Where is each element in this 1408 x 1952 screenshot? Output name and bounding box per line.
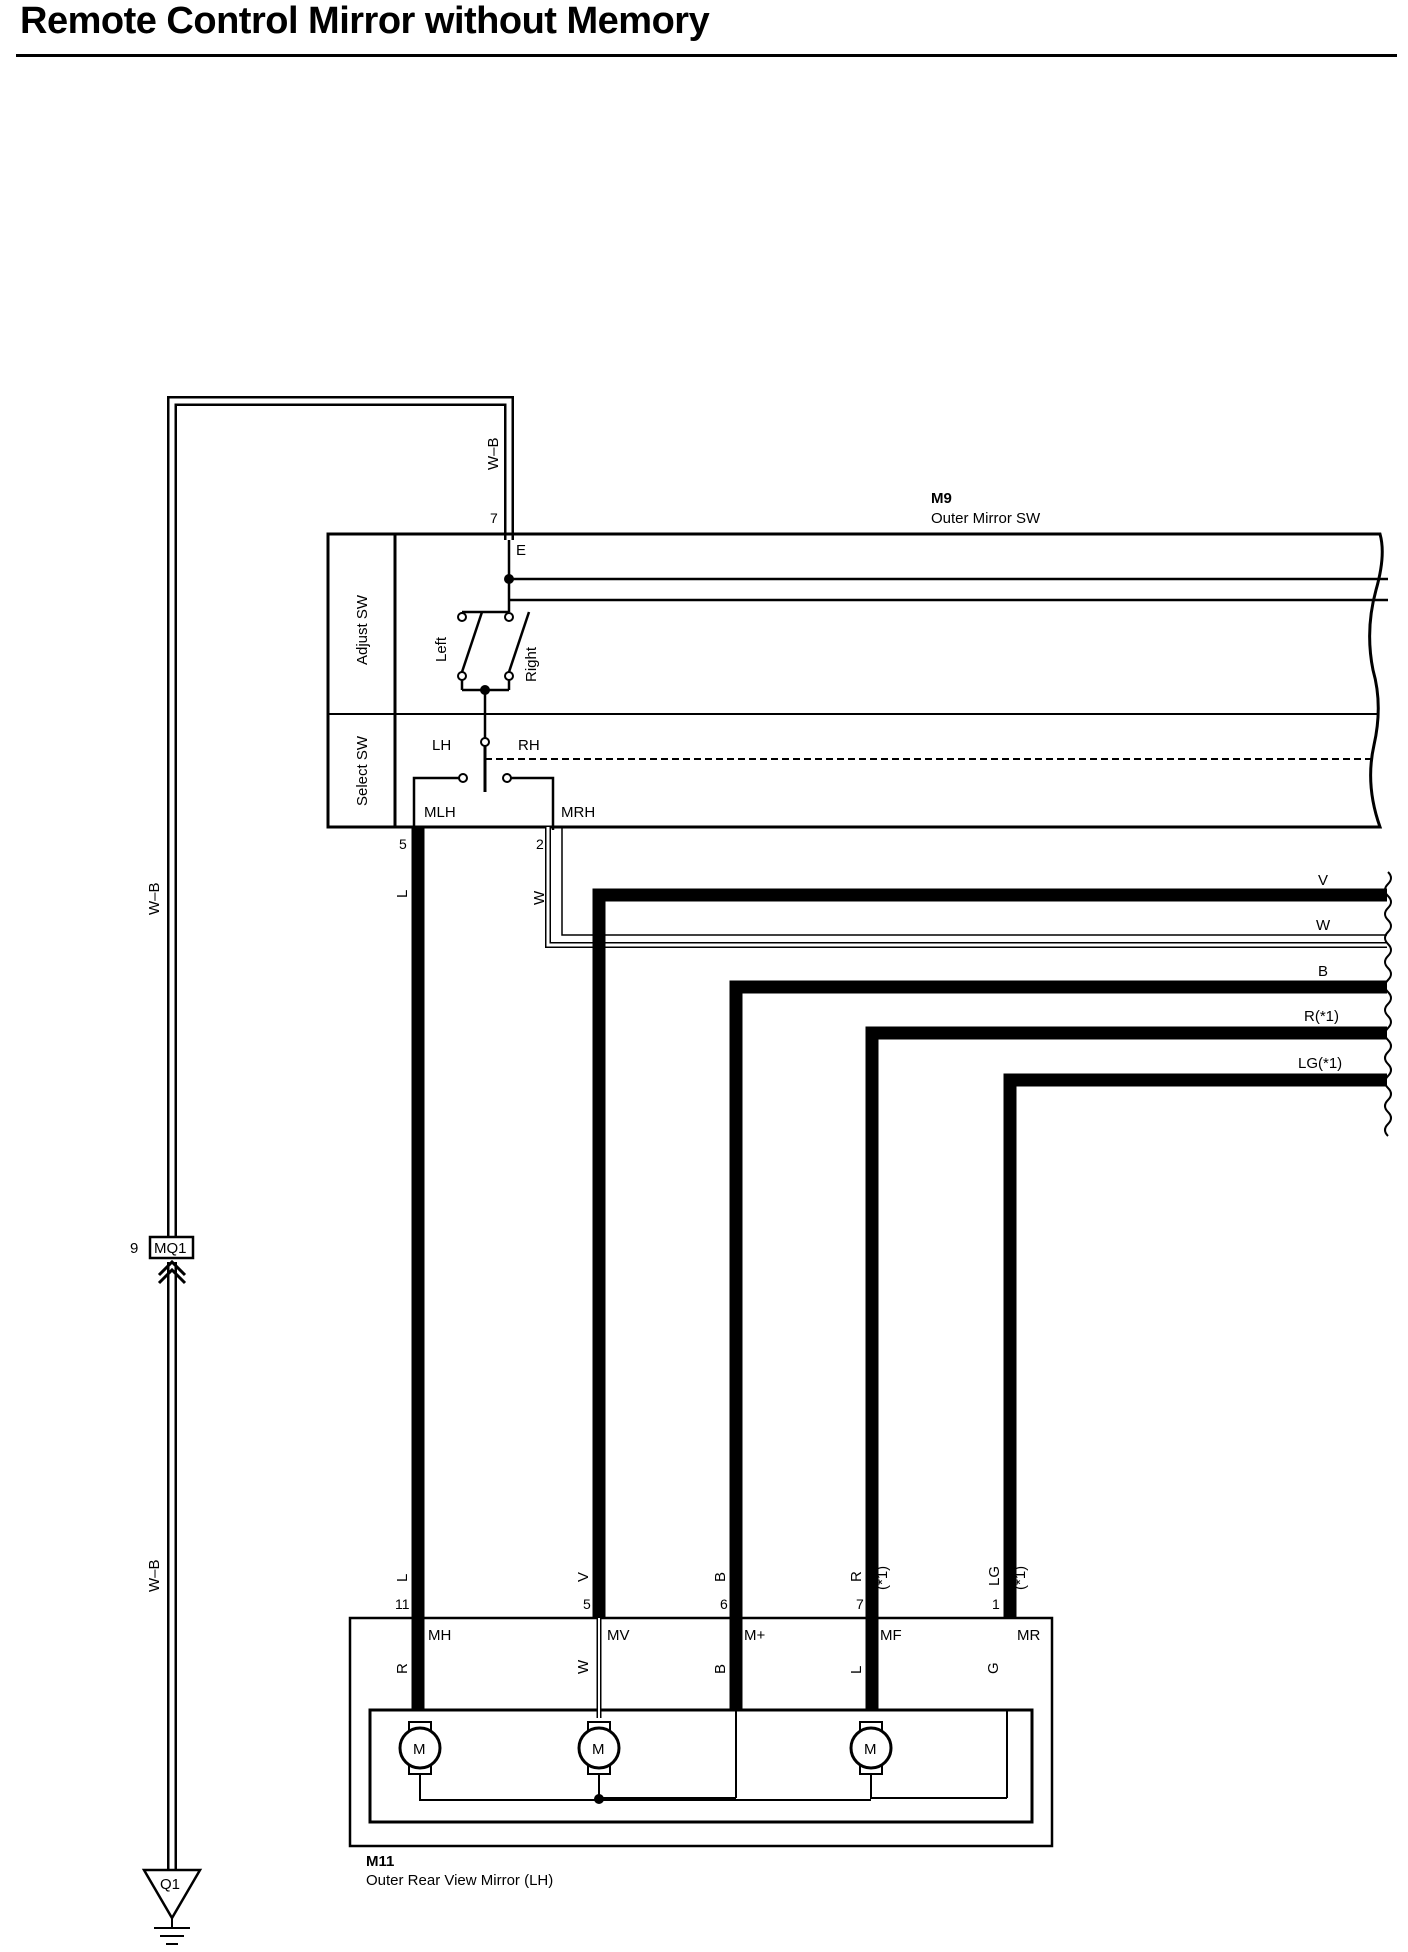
e-terminal-label: E <box>516 542 526 559</box>
svg-text:M: M <box>413 1741 426 1758</box>
wire-break-marks <box>1384 871 1392 1137</box>
wb-ground-wire <box>167 396 514 1870</box>
switch-name: Outer Mirror SW <box>931 510 1041 527</box>
wire-out-mv: W <box>575 1659 592 1674</box>
motor-3: M <box>849 1721 893 1775</box>
wire-in-mv: V <box>575 1572 592 1582</box>
pin-mlh: 5 <box>399 836 407 852</box>
terminal-mr: MR <box>1017 1627 1040 1644</box>
terminal-mv: MV <box>607 1627 630 1644</box>
pin-mf: 7 <box>856 1596 864 1612</box>
terminal-mh: MH <box>428 1627 451 1644</box>
rh-label: RH <box>518 737 540 754</box>
wire-out-mh: R <box>394 1663 411 1674</box>
mrh-label: MRH <box>561 804 595 821</box>
page-title: Remote Control Mirror without Memory <box>20 0 710 42</box>
right-label: Right <box>523 646 540 682</box>
motor-2: M <box>577 1721 621 1775</box>
pin-e: 7 <box>490 510 498 526</box>
note-mf: (*1) <box>874 1566 891 1590</box>
wb-label-top: W–B <box>485 437 502 470</box>
wire-label-r: R(*1) <box>1304 1008 1339 1025</box>
ground-name: Q1 <box>160 1876 180 1893</box>
motor-1: M <box>398 1721 442 1775</box>
wire-label-w: W <box>1316 917 1331 934</box>
right-wire-labels: V W B R(*1) LG(*1) <box>1298 872 1342 1072</box>
wire-out-mr: G <box>985 1662 1002 1674</box>
wb-label-mid: W–B <box>146 882 163 915</box>
harness-wires <box>411 827 1387 1710</box>
select-sw-label: Select SW <box>354 735 371 806</box>
wire-in-mf: R <box>848 1571 865 1582</box>
connector-name: MQ1 <box>154 1240 187 1257</box>
l-wire-label: L <box>394 890 411 898</box>
adjust-sw-label: Adjust SW <box>354 594 371 665</box>
wire-out-mplus: B <box>712 1664 729 1674</box>
mlh-label: MLH <box>424 804 456 821</box>
connector-mq1: MQ1 9 <box>130 1235 195 1285</box>
title-rule <box>16 54 1397 57</box>
w-wire-label: W <box>531 890 548 905</box>
outer-rear-view-mirror: M M M MH MV M+ MF MR 11 5 6 7 1 L V B R … <box>348 1566 1054 1889</box>
ground-q1: Q1 <box>141 1868 203 1945</box>
mirror-name: Outer Rear View Mirror (LH) <box>366 1872 553 1889</box>
terminal-mplus: M+ <box>744 1627 765 1644</box>
pin-mr: 1 <box>992 1596 1000 1612</box>
pin-mh: 11 <box>395 1596 410 1612</box>
wire-in-mplus: B <box>712 1572 729 1582</box>
terminal-mf: MF <box>880 1627 902 1644</box>
lh-label: LH <box>432 737 451 754</box>
switch-code: M9 <box>931 490 952 507</box>
wire-in-mh: L <box>394 1574 411 1582</box>
outer-mirror-switch: Adjust SW Select SW Left Right LH RH E M… <box>326 490 1388 852</box>
wb-label-bottom: W–B <box>146 1559 163 1592</box>
wire-in-mr: LG <box>986 1566 1003 1586</box>
wire-label-b: B <box>1318 963 1328 980</box>
svg-text:M: M <box>864 1741 877 1758</box>
wire-out-mf: L <box>848 1666 865 1674</box>
svg-text:M: M <box>592 1741 605 1758</box>
pin-mplus: 6 <box>720 1596 728 1612</box>
connector-pin: 9 <box>130 1240 138 1257</box>
left-label: Left <box>433 636 450 662</box>
wire-label-v: V <box>1318 872 1328 889</box>
pin-mrh: 2 <box>536 836 544 852</box>
wire-label-lg: LG(*1) <box>1298 1055 1342 1072</box>
pin-mv: 5 <box>583 1596 591 1612</box>
note-mr: (*1) <box>1012 1566 1029 1590</box>
mirror-code: M11 <box>366 1853 394 1870</box>
